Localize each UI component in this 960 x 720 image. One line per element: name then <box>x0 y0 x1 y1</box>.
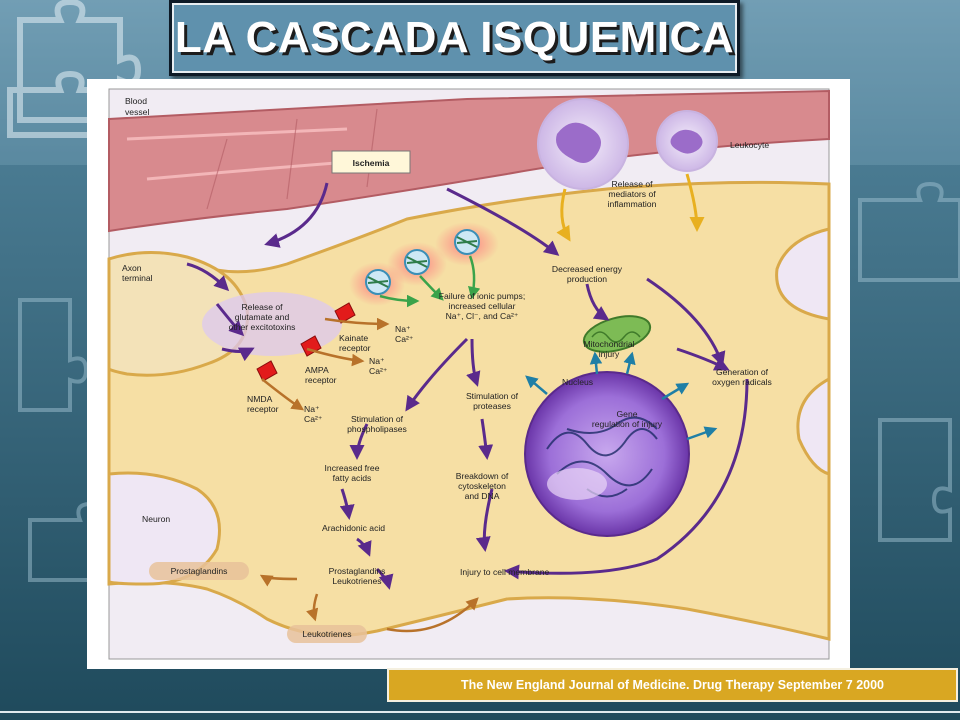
leukotrienes-label: Leukotrienes <box>302 629 351 639</box>
citation-caption: The New England Journal of Medicine. Dru… <box>460 678 885 692</box>
ischemia-label: Ischemia <box>353 158 390 168</box>
nucleus <box>524 371 690 537</box>
arachidonic-label: Arachidonic acid <box>322 523 385 533</box>
inflammation-arrows <box>556 173 705 242</box>
injury-membrane-label: Injury to cell membrane <box>460 567 550 577</box>
ion-label-ampa: Na⁺Ca²⁺ <box>369 356 388 376</box>
failure-pumps-label: Failure of ionic pumps;increased cellula… <box>439 291 525 321</box>
citation-caption-box: The New England Journal of Medicine. Dru… <box>387 668 958 702</box>
ion-label-kainate: Na⁺Ca²⁺ <box>395 324 414 344</box>
ion-channel-icon <box>349 222 499 306</box>
neuron-label: Neuron <box>142 514 170 524</box>
prostaglandins-cloud <box>149 562 249 580</box>
leukotrienes-cloud <box>287 625 367 643</box>
gene-regulation-arrows <box>525 351 718 441</box>
slide-title-box: LA CASCADA ISQUEMICA <box>169 0 740 76</box>
ion-label-nmda: Na⁺Ca²⁺ <box>304 404 323 424</box>
slide-title: LA CASCADA ISQUEMICA <box>174 13 735 62</box>
release-arrows <box>259 317 479 633</box>
prostaglandins-label: Prostaglandins <box>171 566 228 576</box>
leukocyte-label: Leukocyte <box>730 140 769 150</box>
receptor-icon <box>256 302 356 382</box>
ion-flux-arrows <box>379 255 481 308</box>
nucleus-label: Nucleus <box>562 377 593 387</box>
leukocyte-cell <box>537 98 718 190</box>
ischemia-box <box>331 150 411 174</box>
pathway-arrows <box>186 182 749 590</box>
mitochondrion <box>582 315 652 353</box>
